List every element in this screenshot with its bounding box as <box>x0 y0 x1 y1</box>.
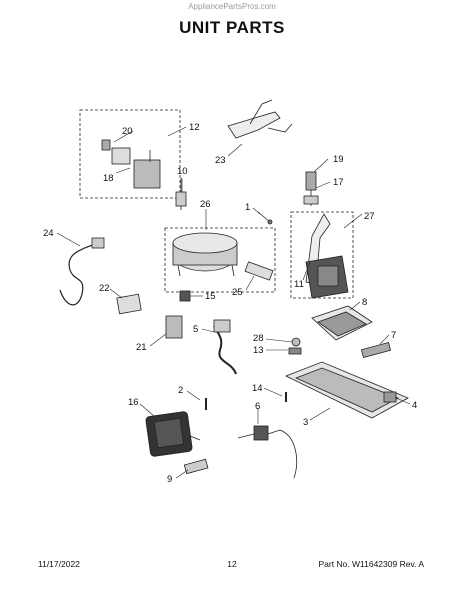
callout-2: 2 <box>178 385 183 396</box>
callout-10: 10 <box>177 166 188 177</box>
seal-part <box>291 337 301 347</box>
footer-date: 11/17/2022 <box>38 559 80 569</box>
compressor-group-box <box>164 227 276 293</box>
callout-14: 14 <box>252 383 263 394</box>
filter-part <box>360 342 392 358</box>
callout-5: 5 <box>193 324 198 335</box>
cover-part <box>116 293 142 315</box>
callout-18: 18 <box>103 173 114 184</box>
callout-12: 12 <box>189 122 200 133</box>
hose-part <box>213 325 237 375</box>
callout-6: 6 <box>255 401 260 412</box>
callout-24: 24 <box>43 228 54 239</box>
callout-21: 21 <box>136 342 147 353</box>
callout-25: 25 <box>232 287 243 298</box>
callout-1: 1 <box>245 202 250 213</box>
drain-tube-part <box>237 425 297 479</box>
callout-13: 13 <box>253 345 264 356</box>
callout-27: 27 <box>364 211 375 222</box>
leg-part <box>383 391 397 403</box>
callout-15: 15 <box>205 291 216 302</box>
compressor-part <box>172 232 238 277</box>
relay-group-box <box>79 109 181 199</box>
callout-23: 23 <box>215 155 226 166</box>
callout-4: 4 <box>412 400 417 411</box>
callout-17: 17 <box>333 177 344 188</box>
callout-26: 26 <box>200 199 211 210</box>
valve-group-box <box>290 211 354 299</box>
callout-16: 16 <box>128 397 139 408</box>
watermark: AppliancePartsPros.com <box>188 2 276 11</box>
callout-labels: 20 12 18 10 23 19 17 1 26 27 24 11 22 25… <box>43 122 417 485</box>
mount-part <box>244 261 274 281</box>
connector-part <box>288 347 302 355</box>
page-title: UNIT PARTS <box>179 18 285 37</box>
wire-harness-part <box>59 243 96 306</box>
callout-11: 11 <box>294 279 304 290</box>
starter-part <box>165 315 183 339</box>
clip-part <box>183 458 209 475</box>
callout-3: 3 <box>303 417 308 428</box>
footer-page-number: 12 <box>227 559 237 569</box>
drier-part <box>175 178 187 210</box>
relay-overload-part <box>101 139 161 189</box>
footer-part-number: Part No. W11642309 Rev. A <box>318 559 424 569</box>
callout-19: 19 <box>333 154 344 165</box>
callout-8: 8 <box>362 297 367 308</box>
valve-assembly-part <box>305 213 349 299</box>
callout-7: 7 <box>391 330 396 341</box>
sensor-part <box>303 171 319 206</box>
compressor-bracket-part <box>227 99 293 139</box>
callout-20: 20 <box>122 126 133 137</box>
tube-part <box>257 211 273 225</box>
grommet-part <box>179 290 191 302</box>
callout-9: 9 <box>167 474 172 485</box>
callout-22: 22 <box>99 283 110 294</box>
condenser-fan-part <box>145 411 201 457</box>
callout-28: 28 <box>253 333 264 344</box>
